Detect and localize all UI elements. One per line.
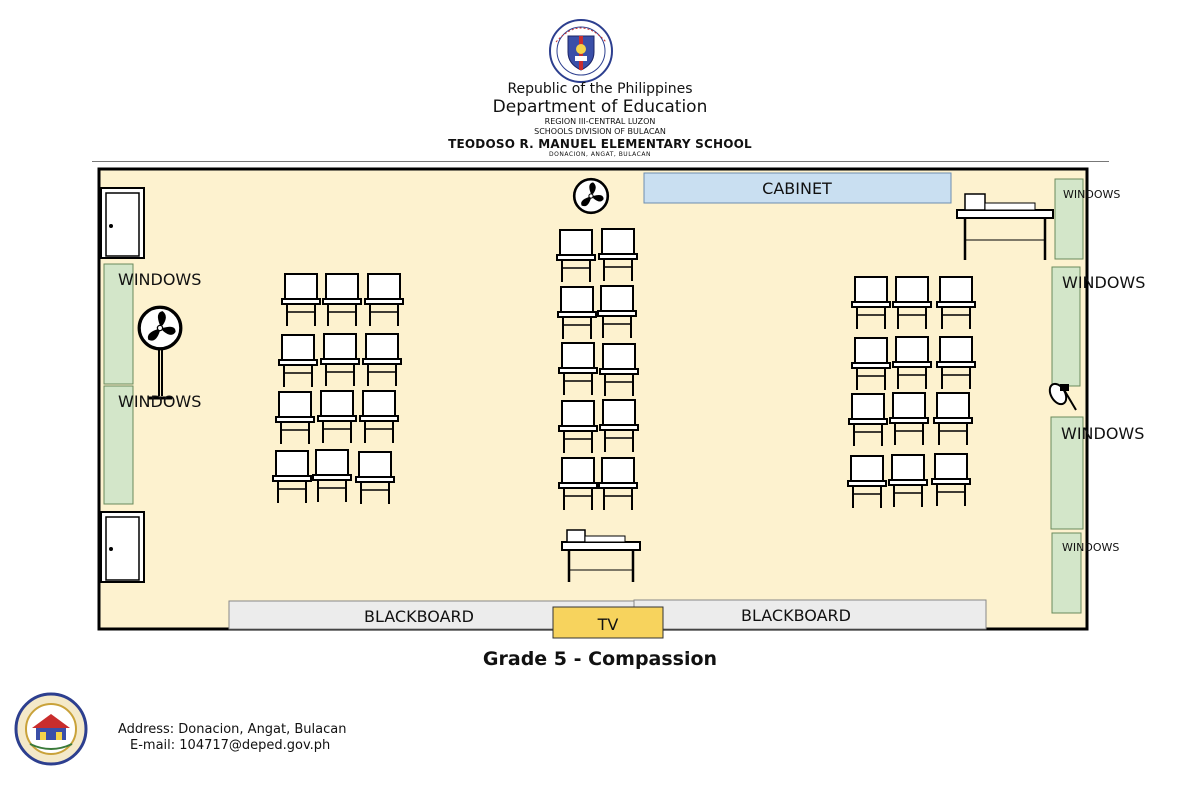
door-bottom-left xyxy=(100,511,145,583)
door-top-left xyxy=(100,187,145,259)
tv xyxy=(552,606,664,639)
windows-right-3-label: WINDOWS xyxy=(1061,424,1144,443)
header-school-name: TEODOSO R. MANUEL ELEMENTARY SCHOOL xyxy=(448,137,752,151)
windows-right-1-label: WINDOWS xyxy=(1063,188,1120,201)
header-republic: Republic of the Philippines xyxy=(507,81,693,97)
header-divider xyxy=(92,161,1109,162)
teacher-table-front xyxy=(561,529,641,582)
windows-right-4-label: WINDOWS xyxy=(1062,541,1119,554)
cabinet xyxy=(643,172,952,204)
teacher-table-top xyxy=(956,193,1054,260)
blackboard-right-label: BLACKBOARD xyxy=(741,606,851,625)
room-caption: Grade 5 - Compassion xyxy=(482,648,718,670)
header-school-location: DONACION, ANGAT, BULACAN xyxy=(549,151,651,158)
wall-fan-icon xyxy=(572,177,610,215)
deped-seal-logo xyxy=(549,19,613,83)
stand-fan-icon xyxy=(137,305,183,400)
window-left-bottom xyxy=(103,385,134,505)
window-right-1 xyxy=(1054,178,1084,260)
header-division: SCHOOLS DIVISION OF BULACAN xyxy=(534,127,666,136)
tv-label: TV xyxy=(597,615,619,634)
header-department: Department of Education xyxy=(492,97,708,117)
windows-left-top-label: WINDOWS xyxy=(118,270,201,289)
footer-address: Address: Donacion, Angat, Bulacan xyxy=(118,722,347,737)
blackboard-right xyxy=(633,599,987,630)
window-right-2 xyxy=(1051,266,1081,387)
header-region: REGION III-CENTRAL LUZON xyxy=(544,117,656,126)
window-right-3 xyxy=(1050,416,1084,530)
cabinet-label: CABINET xyxy=(762,179,832,198)
window-right-4 xyxy=(1051,532,1082,614)
footer-email: E-mail: 104717@deped.gov.ph xyxy=(130,738,331,753)
wall-fan-right-icon xyxy=(1048,382,1077,411)
windows-right-2-label: WINDOWS xyxy=(1062,273,1145,292)
blackboard-left-label: BLACKBOARD xyxy=(364,607,474,626)
windows-left-bottom-label: WINDOWS xyxy=(118,392,201,411)
window-left-top xyxy=(103,263,134,385)
school-seal-logo xyxy=(14,692,88,766)
